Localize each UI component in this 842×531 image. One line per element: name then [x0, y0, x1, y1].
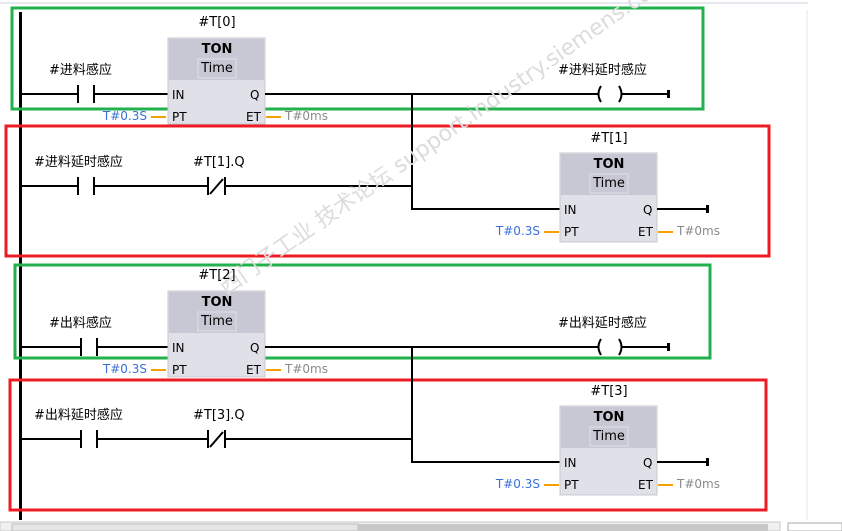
ton-block[interactable] [559, 405, 658, 496]
pt-value[interactable]: T#0.3S [102, 362, 147, 376]
pt-value[interactable]: T#0.3S [495, 477, 540, 491]
nc-contact-label: #T[1].Q [193, 155, 245, 170]
no-contact[interactable] [80, 430, 98, 448]
et-value: T#0ms [677, 477, 720, 491]
nc-contact[interactable] [207, 430, 226, 448]
contact-label: #进料感应 [49, 63, 112, 78]
coil-label: #进料延时感应 [558, 63, 647, 78]
highlight-bottom [8, 378, 768, 512]
timer-subtype: Time [201, 314, 233, 329]
contact-label: #进料延时感应 [34, 155, 123, 170]
contact-label: #出料感应 [49, 316, 112, 331]
timer-type: TON [593, 157, 625, 172]
network-1 [4, 6, 771, 258]
pt-value[interactable]: T#0.3S [495, 224, 540, 238]
highlight-bottom [4, 124, 771, 258]
timer-subtype: Time [593, 176, 625, 191]
timer-instance: #T[1] [590, 131, 628, 146]
ton-block[interactable] [167, 37, 266, 125]
ton-block[interactable] [167, 290, 266, 378]
timer-subtype: Time [201, 61, 233, 76]
coil-label: #出料延时感应 [558, 316, 647, 331]
no-contact[interactable] [80, 338, 98, 356]
nc-contact[interactable] [207, 177, 226, 195]
pin-q: Q [250, 88, 260, 102]
coil[interactable] [597, 85, 623, 103]
pin-in: IN [564, 456, 577, 470]
pin-in: IN [564, 203, 577, 217]
pin-q: Q [643, 203, 653, 217]
pin-pt: PT [564, 478, 579, 492]
pin-pt: PT [172, 110, 187, 124]
no-contact[interactable] [77, 177, 95, 195]
scrollbar-thumb[interactable] [11, 523, 359, 531]
pin-q: Q [643, 456, 653, 470]
network-2 [8, 263, 768, 512]
pin-et: ET [638, 225, 653, 239]
pin-in: IN [172, 341, 185, 355]
nc-contact-label: #T[3].Q [193, 408, 245, 423]
pin-pt: PT [172, 363, 187, 377]
coil[interactable] [597, 338, 623, 356]
pin-et: ET [246, 363, 261, 377]
highlight-top [13, 263, 712, 360]
pin-q: Q [250, 341, 260, 355]
et-value: T#0ms [285, 362, 328, 376]
et-value: T#0ms [285, 109, 328, 123]
pin-et: ET [638, 478, 653, 492]
zoom-select[interactable] [787, 522, 842, 531]
ton-block[interactable] [559, 152, 658, 243]
pin-et: ET [246, 110, 261, 124]
contact-label: #出料延时感应 [34, 408, 123, 423]
pin-in: IN [172, 88, 185, 102]
timer-type: TON [593, 410, 625, 425]
no-contact[interactable] [77, 85, 95, 103]
highlight-top [10, 6, 705, 111]
timer-instance: #T[3] [590, 384, 628, 399]
pt-value[interactable]: T#0.3S [102, 109, 147, 123]
timer-type: TON [201, 42, 233, 57]
timer-type: TON [201, 295, 233, 310]
timer-instance: #T[0] [198, 15, 236, 30]
timer-instance: #T[2] [198, 268, 236, 283]
timer-subtype: Time [593, 429, 625, 444]
pin-pt: PT [564, 225, 579, 239]
et-value: T#0ms [677, 224, 720, 238]
